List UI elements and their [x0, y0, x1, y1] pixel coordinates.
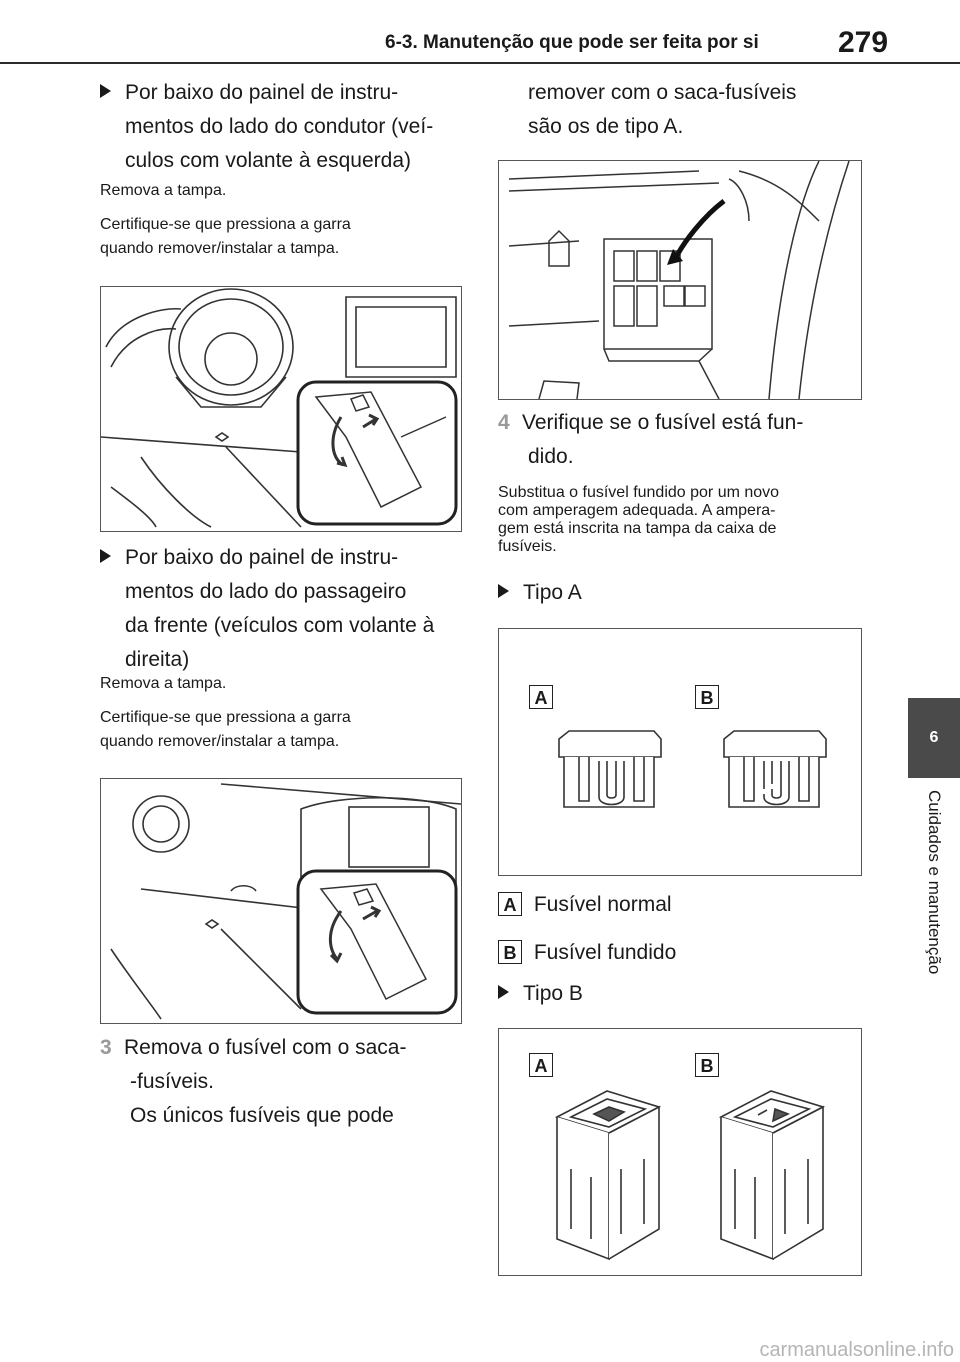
legend-label-a: A — [498, 892, 522, 916]
triangle-bullet-icon — [100, 84, 111, 99]
step-4-description: Substitua o fusível fundido por um novo … — [498, 484, 780, 555]
step-number: 3 — [100, 1036, 112, 1059]
instruction-note: Certifique-se que pressiona a garra quan… — [100, 709, 351, 750]
figure-passenger-side-cover — [100, 778, 462, 1024]
chapter-tab: 6 — [908, 698, 960, 778]
figure-fuse-box — [498, 160, 862, 400]
step-3-continued: remover com o saca-fusíveis são os de ti… — [528, 81, 797, 138]
figure-type-b-fuses: A B — [498, 1028, 862, 1276]
bullet-type-b: Tipo B — [498, 977, 583, 1011]
legend-label-b: B — [498, 940, 522, 964]
cartridge-fuse-illustration — [554, 1090, 826, 1261]
triangle-bullet-icon — [498, 985, 509, 1000]
legend-blown-fuse: B Fusível fundido — [498, 938, 676, 968]
header-rule — [0, 62, 960, 64]
bullet-type-a: Tipo A — [498, 576, 582, 610]
fuse-box-illustration — [508, 160, 850, 400]
chapter-number: 6 — [929, 729, 939, 746]
blade-fuse-illustration — [558, 730, 827, 808]
bullet-driver-side: Por baixo do painel de instru- mentos do… — [100, 76, 433, 178]
dashboard-illustration — [100, 288, 458, 528]
legend-normal-fuse: A Fusível normal — [498, 890, 672, 920]
label-b: B — [695, 1053, 719, 1077]
triangle-bullet-icon — [498, 584, 509, 599]
step-number: 4 — [498, 411, 510, 434]
page-number: 279 — [838, 26, 889, 59]
bullet-passenger-side: Por baixo do painel de instru- mentos do… — [100, 541, 434, 677]
section-title: 6-3. Manutenção que pode ser feita por s… — [385, 32, 759, 53]
chapter-title: Cuidados e manutenção — [925, 790, 944, 975]
dashboard-illustration — [110, 783, 462, 1020]
label-a: A — [529, 685, 553, 709]
figure-type-a-fuses: A B — [498, 628, 862, 876]
triangle-bullet-icon — [100, 549, 111, 564]
label-a: A — [529, 1053, 553, 1077]
chapter-title-vertical: Cuidados e manutenção — [910, 790, 958, 1050]
instruction-note: Certifique-se que pressiona a garra quan… — [100, 216, 351, 257]
figure-driver-side-cover — [100, 286, 462, 532]
instruction-text: Remova a tampa. — [100, 182, 227, 199]
instruction-text: Remova a tampa. — [100, 675, 227, 692]
watermark: carmanualsonline.info — [759, 1339, 954, 1361]
label-b: B — [695, 685, 719, 709]
